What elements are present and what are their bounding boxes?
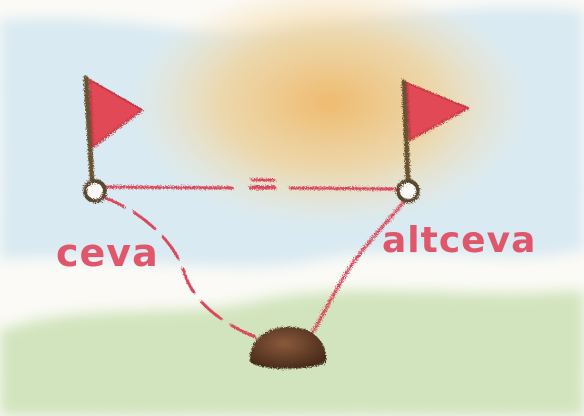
right-flag (396, 79, 471, 203)
dashed-path-ceva (98, 194, 272, 344)
sun-glow (130, 0, 530, 240)
mound (249, 326, 327, 369)
red-flag-icon (88, 78, 144, 149)
label-ceva: ceva (56, 231, 159, 275)
connection-lines (98, 178, 409, 347)
left-flag (83, 75, 144, 203)
red-flag-icon (405, 81, 471, 142)
top-line-right (288, 186, 402, 191)
right-flag-base (396, 179, 420, 203)
top-line-left (104, 185, 234, 190)
label-altceva: altceva (382, 220, 537, 261)
mound-icon (249, 326, 327, 369)
left-flag-pole (83, 75, 95, 183)
left-flag-base (83, 179, 107, 203)
right-flag-pole (401, 79, 411, 185)
solid-path-altceva (303, 196, 409, 347)
